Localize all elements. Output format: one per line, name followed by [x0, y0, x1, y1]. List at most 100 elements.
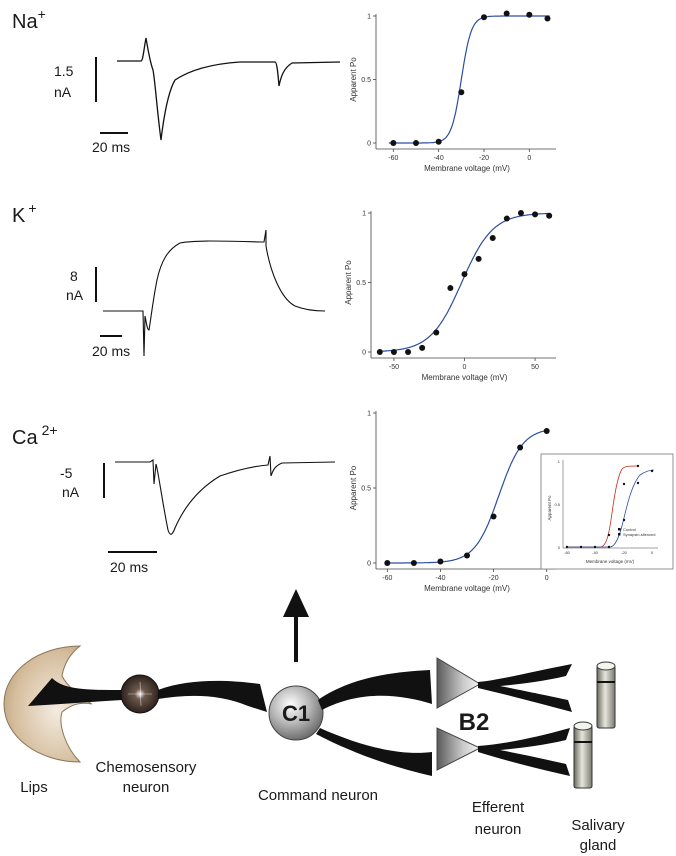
y-tick-label: 0 [362, 350, 366, 357]
current-scale-value: 1.5 [54, 63, 74, 79]
x-tick-label: -40 [434, 155, 444, 162]
current-scale-value: 8 [70, 268, 78, 284]
salivary-gland-upper [596, 661, 616, 729]
efferent-neuron-upper [436, 657, 481, 709]
data-point [447, 285, 454, 292]
data-point [526, 11, 533, 18]
current-trace-na [117, 37, 341, 141]
data-point [481, 14, 487, 21]
x-tick-label: 0 [545, 575, 549, 582]
up-arrow [283, 589, 309, 662]
ion-label-na: Na+ [12, 6, 46, 33]
axon-chemosensory-to-c1 [158, 680, 267, 712]
panel-potassium: K+ 8 nA 20 ms [12, 200, 326, 359]
label-efferent-line2: neuron [475, 821, 522, 838]
data-point [390, 349, 397, 355]
y-tick-label: 0 [367, 561, 371, 568]
y-tick-label: 0.5 [356, 280, 366, 287]
y-axis-label: Apparent Po [344, 260, 353, 305]
data-point [532, 211, 539, 218]
label-salivary-line1: Salivary [571, 817, 625, 834]
data-point [503, 215, 510, 222]
data-point [461, 271, 468, 278]
x-axis-label: Membrane voltage (mV) [422, 373, 508, 382]
data-point [543, 428, 550, 434]
current-trace-k [103, 229, 326, 357]
data-point [489, 235, 496, 242]
y-tick-label: 1 [362, 211, 366, 218]
x-tick-label: 0 [527, 155, 531, 162]
x-tick-label: -40 [435, 575, 445, 582]
y-tick-label: 0 [367, 141, 371, 148]
y-tick-label: 0.5 [361, 486, 371, 493]
inset-curve-silenced [567, 469, 655, 548]
x-tick-label: -20 [479, 155, 489, 162]
inset-x-label: Membrane voltage (mV) [586, 559, 635, 564]
x-axis-label: Membrane voltage (mV) [424, 584, 510, 593]
efferent-axon-upper [478, 664, 572, 712]
x-tick-label: 50 [531, 364, 539, 371]
axon-c1-to-b2-upper [318, 670, 432, 710]
inset-chart: Apparent Po Membrane voltage (mV) -60 -4… [540, 453, 674, 570]
label-lips: Lips [20, 779, 48, 796]
data-point [410, 560, 417, 566]
data-point [384, 560, 391, 566]
inset-curve-control [567, 465, 639, 548]
efferent-neuron-lower [436, 727, 482, 771]
legend-marker-control [618, 528, 621, 531]
y-tick-label: 1 [367, 411, 371, 418]
fit-curve [390, 429, 550, 564]
time-scale-label: 20 ms [92, 343, 130, 359]
data-point [376, 349, 383, 355]
inset-x-tick: -40 [592, 550, 599, 555]
data-point [517, 210, 524, 216]
current-trace-ca [115, 455, 336, 535]
inset-points-control [565, 464, 640, 549]
time-scale-label: 20 ms [92, 139, 130, 155]
data-point [390, 140, 397, 146]
inset-y-tick: 0.5 [554, 502, 560, 507]
y-tick-label: 1 [367, 14, 371, 21]
panel-sodium: Na+ 1.5 nA 20 ms [12, 6, 341, 155]
data-point [437, 558, 444, 565]
command-neuron-id: C1 [282, 701, 310, 726]
data-point [490, 513, 497, 520]
efferent-axon-lower [478, 728, 570, 776]
label-chemosensory-line1: Chemosensory [96, 759, 197, 776]
fit-curve [381, 212, 551, 352]
x-tick-label: -20 [489, 575, 499, 582]
fit-curve [388, 15, 550, 144]
ion-label-k: K+ [12, 200, 37, 227]
x-tick-label: -60 [388, 155, 398, 162]
y-axis-label: Apparent Po [349, 465, 358, 510]
data-point [544, 15, 551, 22]
x-axis-label: Membrane voltage (mV) [424, 164, 510, 173]
inset-x-tick: -60 [564, 550, 571, 555]
data-point [503, 10, 510, 17]
data-point [517, 444, 524, 451]
inset-y-label: Apparent Po [547, 495, 552, 521]
data-point [458, 89, 465, 96]
label-salivary-line2: gland [580, 837, 617, 854]
data-point [435, 138, 442, 145]
data-point [405, 349, 412, 355]
current-scale-unit: nA [62, 484, 80, 500]
data-point [546, 212, 553, 219]
axon-c1-to-b2-lower [316, 728, 432, 776]
label-chemosensory-line2: neuron [123, 779, 170, 796]
legend-silenced: Synapsin-silenced [623, 532, 655, 537]
efferent-neuron-id: B2 [459, 709, 490, 736]
data-point [419, 344, 426, 351]
data-point [413, 140, 419, 146]
inset-points-silenced [607, 469, 654, 549]
current-scale-unit: nA [66, 287, 84, 303]
y-axis-label: Apparent Po [349, 57, 358, 102]
circuit-diagram: C1 B2 Lips Chemosensory neuron Command n… [3, 645, 625, 854]
legend-control: Control [623, 527, 636, 532]
